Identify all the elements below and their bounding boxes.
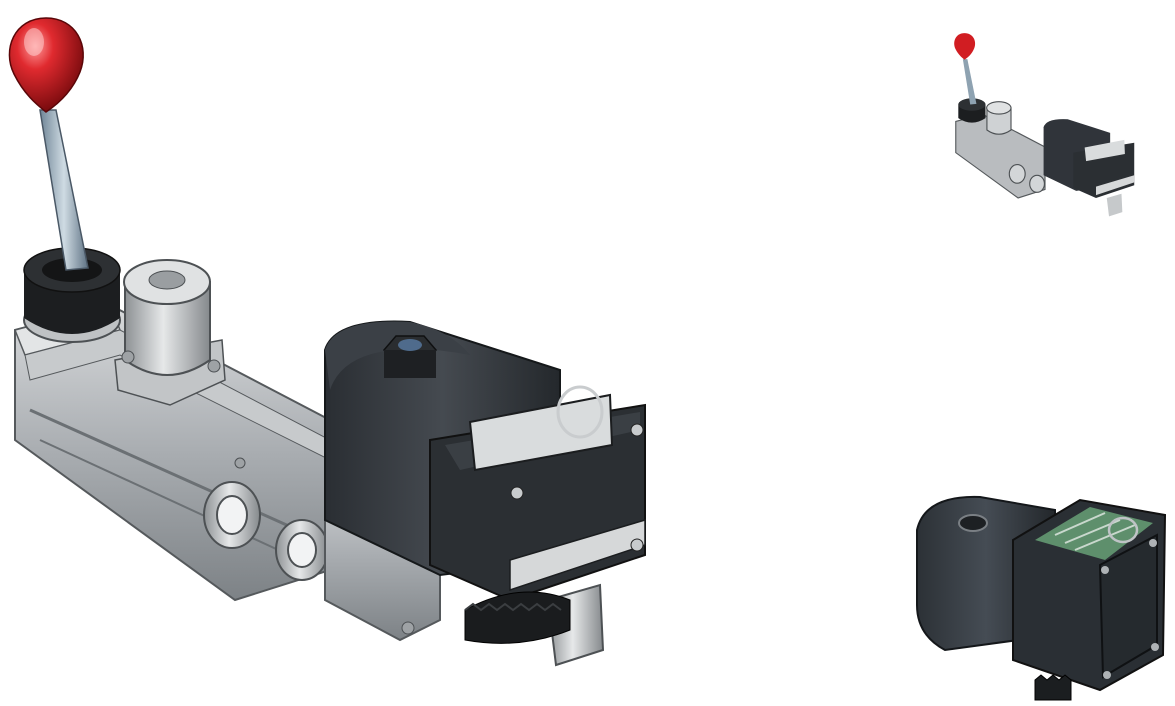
lever-stem: [39, 109, 89, 271]
valve-assembly-main-image: [8, 17, 646, 667]
solenoid-coil: [324, 320, 646, 610]
port-boss: [275, 519, 329, 581]
solenoid-coil-thumbnail: [905, 485, 1175, 706]
detent-cylinder: [114, 259, 226, 406]
lever-knob: [8, 17, 84, 113]
manual-override-knob: [464, 583, 605, 667]
valve-assembly-thumbnail: [945, 28, 1145, 228]
port-boss: [203, 481, 261, 549]
coil-window: [468, 393, 614, 472]
